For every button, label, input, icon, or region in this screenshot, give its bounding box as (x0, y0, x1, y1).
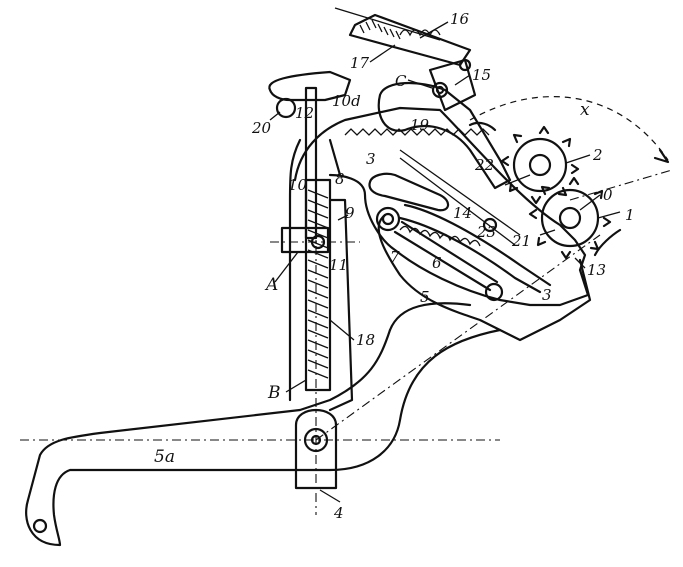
label-3-bottom: 3 (542, 286, 552, 304)
rod-10 (288, 86, 354, 412)
spring-6 (375, 206, 504, 302)
pedal-end-hole (32, 518, 48, 534)
label-17: 17 (350, 54, 370, 72)
labels: 16 17 15 C 19 12 10d 20 2 x 22 3 8 10 9 … (154, 10, 635, 522)
pivot-4 (294, 409, 338, 490)
lever-slot (368, 172, 450, 212)
label-22: 22 (474, 156, 494, 174)
label-2: 2 (592, 146, 603, 164)
pivot-15 (428, 58, 477, 112)
label-3-top: 3 (366, 150, 376, 168)
label-4: 4 (333, 504, 344, 522)
label-19: 19 (410, 116, 430, 134)
rack-teeth (344, 128, 490, 136)
label-8: 8 (335, 170, 345, 188)
label-7: 7 (390, 248, 400, 266)
label-9: 9 (345, 204, 355, 222)
label-12: 12 (295, 104, 314, 122)
label-A: A (264, 275, 278, 295)
label-13: 13 (587, 261, 606, 279)
label-18: 18 (356, 331, 375, 349)
label-15: 15 (472, 66, 491, 84)
label-23: 23 (476, 223, 496, 241)
link-19 (377, 81, 512, 190)
hatched-column-18 (304, 178, 332, 392)
pivot-c (435, 85, 445, 95)
leader-lines (269, 21, 621, 503)
frame-5 (377, 213, 592, 342)
handle-12 (268, 70, 352, 102)
label-6: 6 (432, 254, 442, 272)
label-11: 11 (329, 256, 348, 274)
label-0: 0 (603, 186, 613, 204)
label-5a: 5a (154, 447, 175, 467)
label-10: 10 (288, 176, 308, 194)
label-16: 16 (450, 10, 470, 28)
curved-guide-14 (398, 203, 552, 294)
pivot-20 (275, 97, 297, 119)
label-x: x (580, 100, 590, 120)
lever-3 (293, 106, 590, 307)
label-c: C (395, 72, 407, 90)
label-20: 20 (251, 119, 272, 137)
pivot-23 (482, 217, 498, 233)
label-B: B (267, 383, 281, 403)
label-1: 1 (625, 206, 635, 224)
label-14: 14 (453, 204, 472, 222)
pedal-arm-5a (25, 328, 502, 547)
angle-arc-x (469, 96, 670, 164)
label-10d: 10d (332, 92, 361, 110)
label-5: 5 (420, 288, 430, 306)
gear-2 (500, 125, 580, 205)
label-21: 21 (511, 232, 531, 250)
clamp-A (280, 226, 330, 254)
